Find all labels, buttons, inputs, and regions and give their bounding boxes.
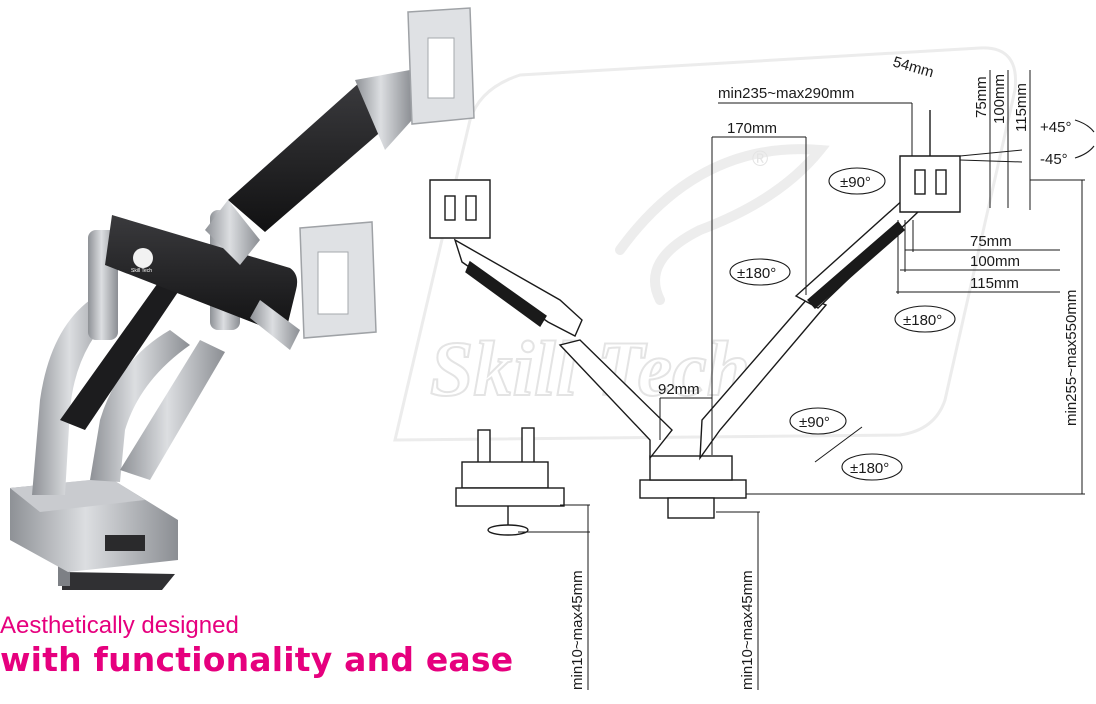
- rot-base: ±180°: [850, 460, 889, 477]
- dim-vesa-v-100: 100mm: [991, 74, 1008, 124]
- dim-vesa-h-100: 100mm: [970, 253, 1020, 270]
- dim-pole-gap: 92mm: [658, 381, 700, 398]
- tagline-line1: Aesthetically designed: [0, 612, 239, 639]
- dim-vesa-offset: 54mm: [891, 54, 936, 82]
- watermark: Skill Tech ®: [393, 46, 1018, 442]
- dim-height-range: min255~max550mm: [1063, 290, 1080, 426]
- dim-vesa-v-115: 115mm: [1013, 83, 1030, 132]
- photo-vesa-lower: [299, 221, 377, 339]
- rotation-labels: ±90° ±180° ±180° ±90° ±180°: [737, 174, 942, 477]
- dimension-lines: [518, 70, 1085, 690]
- rot-right-swivel: ±180°: [903, 312, 942, 329]
- rot-elbow: ±90°: [799, 414, 830, 431]
- dim-vesa-v-75: 75mm: [973, 76, 990, 118]
- dim-arm-reach: min235~max290mm: [718, 85, 854, 102]
- tagline-line2: with functionality and ease: [0, 640, 514, 679]
- dim-tilt-down: -45°: [1040, 151, 1068, 168]
- dim-vesa-h-115: 115mm: [970, 275, 1019, 292]
- dim-tilt-up: +45°: [1040, 119, 1071, 136]
- watermark-registered: ®: [752, 146, 768, 171]
- dim-vesa-h-75: 75mm: [970, 233, 1012, 250]
- arm-logo-text: Skill Tech: [131, 268, 152, 274]
- dim-clamp-left: min10~max45mm: [569, 570, 586, 690]
- rot-head: ±90°: [840, 174, 871, 191]
- product-photo: Skill Tech: [10, 7, 475, 590]
- rot-left-swivel: ±180°: [737, 265, 776, 282]
- dim-inner-reach: 170mm: [727, 120, 777, 137]
- arm-logo: Skill Tech: [131, 248, 153, 274]
- dimension-labels: 54mm min235~max290mm 170mm 92mm 75mm 100…: [569, 54, 1080, 690]
- dim-clamp-right: min10~max45mm: [739, 570, 756, 690]
- photo-vesa-upper: [407, 7, 475, 125]
- rotation-arrows: [729, 119, 1095, 481]
- line-drawing: [429, 110, 961, 536]
